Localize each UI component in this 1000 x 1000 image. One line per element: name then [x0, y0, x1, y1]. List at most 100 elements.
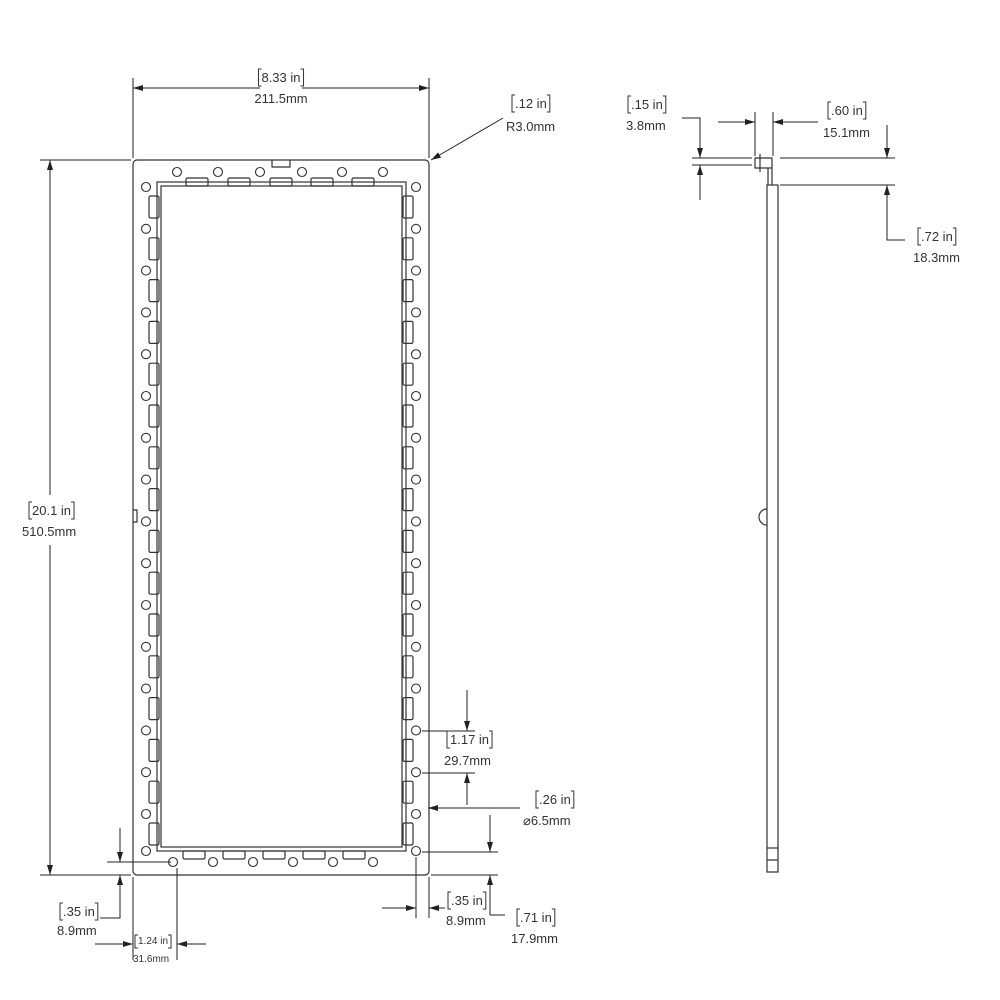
bracket-right — [71, 501, 75, 520]
mounting-hole — [140, 767, 152, 778]
bracket-right — [952, 227, 957, 246]
mounting-hole — [140, 725, 152, 736]
side-offset-right-mm: 8.9mm — [446, 913, 486, 928]
mounting-hole — [410, 725, 422, 736]
bracket-left — [446, 730, 450, 749]
clip-tab — [222, 850, 246, 860]
mounting-hole — [410, 307, 422, 318]
mounting-hole — [410, 845, 422, 857]
clip-tab — [148, 822, 160, 846]
clip-tab — [402, 279, 414, 303]
mounting-hole — [140, 349, 152, 360]
clip-tab — [148, 404, 160, 428]
clip-tab — [148, 488, 160, 512]
mounting-hole — [336, 166, 348, 178]
mounting-hole — [140, 181, 152, 193]
bracket-right — [168, 934, 172, 949]
mounting-hole — [140, 558, 152, 569]
mounting-hole — [287, 856, 299, 868]
mounting-hole — [140, 307, 152, 318]
clip-tabs — [148, 177, 414, 860]
depth-mm: 15.1mm — [823, 125, 870, 140]
dimension-labels: 8.33 in 211.5mm .12 in R3.0mm 20.1 in 51… — [22, 68, 960, 965]
bracket-left — [516, 908, 520, 927]
bracket-left — [447, 891, 451, 910]
clip-tab — [148, 279, 160, 303]
clip-tab — [402, 780, 414, 804]
corner-hole-y-mm: 17.9mm — [511, 931, 558, 946]
clip-tab — [148, 738, 160, 763]
clip-tab — [148, 529, 160, 554]
bracket-left — [257, 68, 262, 87]
clip-tab — [185, 177, 209, 187]
clip-tab — [402, 571, 414, 595]
clip-tab — [148, 446, 160, 470]
clip-tab — [148, 571, 160, 595]
mounting-hole — [327, 856, 339, 868]
side-view — [754, 154, 779, 873]
depth-inch: .60 in — [831, 103, 863, 118]
clip-tab — [402, 488, 414, 512]
mounting-hole — [140, 474, 152, 485]
bracket-right — [300, 68, 305, 87]
mounting-hole — [377, 166, 389, 178]
bracket-right — [662, 95, 667, 114]
bracket-right — [94, 902, 99, 921]
width-mm: 211.5mm — [254, 91, 307, 106]
bracket-right — [570, 790, 575, 809]
bracket-right — [551, 908, 556, 927]
bracket-right — [546, 94, 551, 113]
side-bottom-flange — [766, 848, 779, 873]
mounting-hole — [410, 474, 422, 485]
clip-tab — [148, 362, 160, 386]
clip-tab — [227, 177, 251, 187]
height-mm: 510.5mm — [22, 524, 76, 539]
clip-tab — [302, 850, 326, 860]
clip-tab — [402, 237, 414, 261]
mounting-hole — [367, 856, 379, 868]
mounting-hole — [140, 516, 152, 527]
mounting-hole — [140, 808, 152, 820]
mounting-hole — [410, 223, 422, 234]
mounting-hole — [410, 808, 422, 820]
bottom-offset-left-mm: 8.9mm — [57, 923, 97, 938]
mounting-hole — [410, 432, 422, 443]
corner-hole-y-inch: .71 in — [520, 910, 552, 925]
side-offset-right-inch: .35 in — [451, 893, 483, 908]
mounting-hole — [410, 390, 422, 402]
flange-height-inch: .72 in — [921, 229, 953, 244]
clip-tab — [402, 362, 414, 386]
mounting-hole — [254, 166, 266, 178]
radius-mm: R3.0mm — [506, 119, 555, 134]
flange-thickness-mm: 3.8mm — [626, 118, 666, 133]
clip-tab — [402, 529, 414, 554]
width-inch: 8.33 in — [261, 70, 300, 85]
mounting-hole — [212, 166, 224, 178]
clip-tab — [310, 177, 334, 187]
clip-tab — [402, 404, 414, 428]
mounting-hole — [410, 767, 422, 778]
clip-tab — [269, 177, 293, 187]
clip-tab — [402, 696, 414, 721]
flange-thickness-inch: .15 in — [631, 97, 663, 112]
mounting-hole — [410, 641, 422, 652]
mounting-hole — [140, 599, 152, 611]
inner-window — [160, 185, 403, 848]
mounting-hole — [207, 856, 219, 868]
clip-tab — [402, 613, 414, 637]
clip-tab — [148, 613, 160, 637]
bracket-left — [511, 94, 515, 113]
bracket-left — [134, 934, 138, 949]
bottom-offset-left-inch: .35 in — [63, 904, 95, 919]
mounting-hole — [140, 265, 152, 276]
height-inch: 20.1 in — [32, 503, 71, 518]
side-top-flange — [754, 154, 773, 185]
clip-tab — [148, 696, 160, 721]
side-bump — [758, 508, 768, 526]
hole-spacing-mm: 29.7mm — [444, 753, 491, 768]
clip-tab — [148, 780, 160, 804]
clip-tab — [148, 237, 160, 261]
bracket-left — [627, 95, 631, 114]
bracket-left — [827, 101, 831, 120]
bracket-right — [489, 730, 493, 749]
